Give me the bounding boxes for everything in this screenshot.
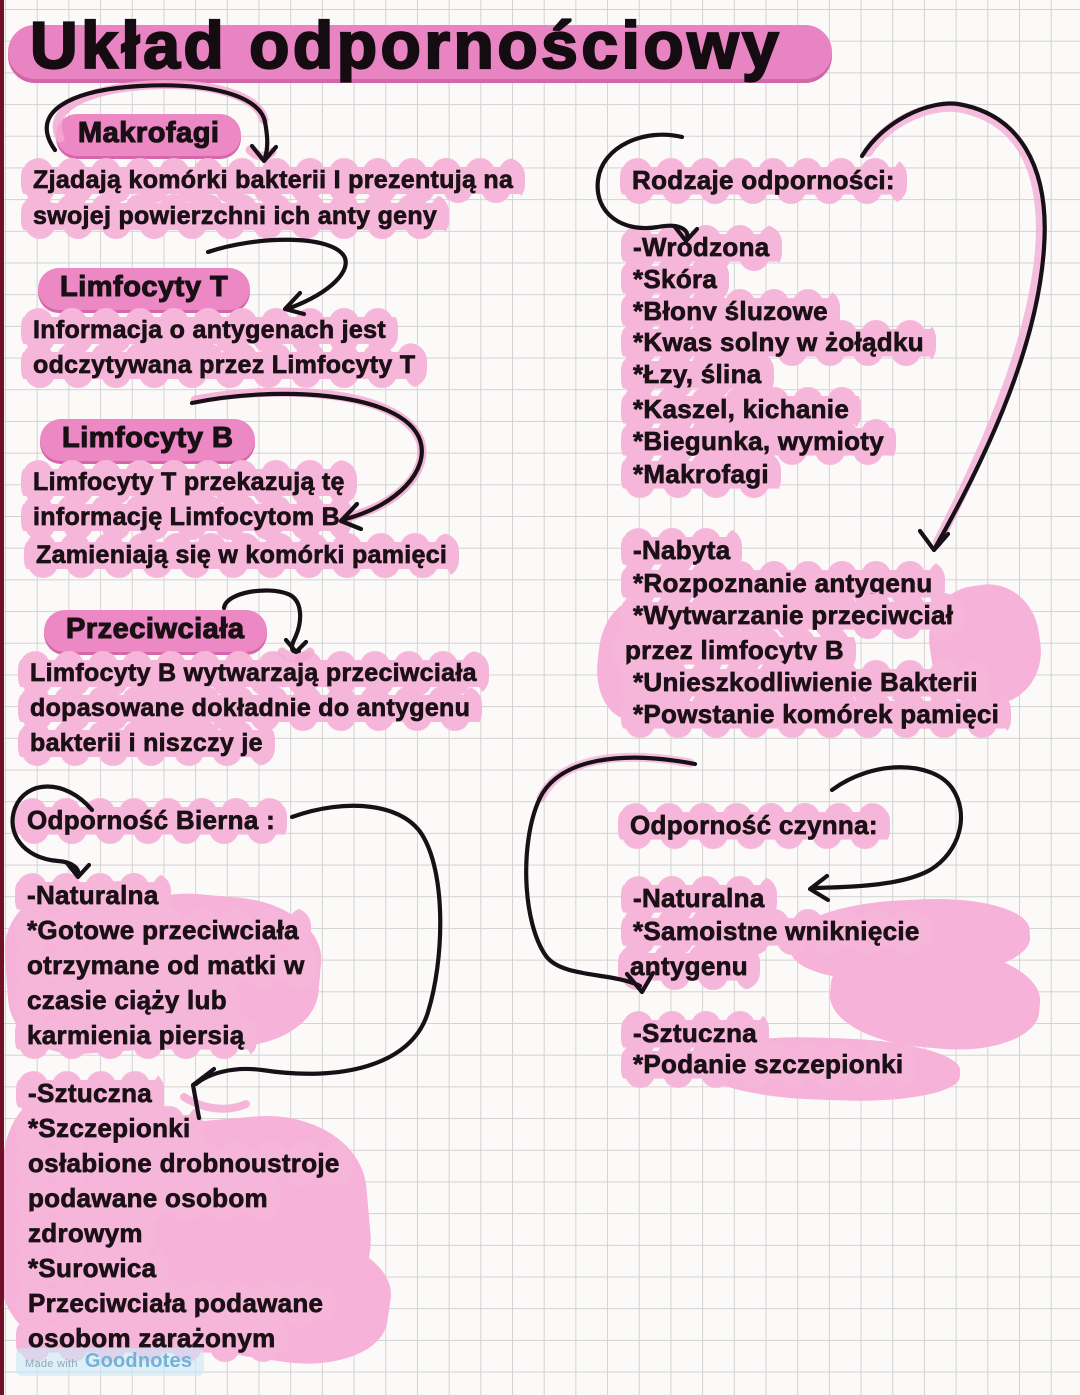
makrofagi-line: swojej powierzchni ich anty geny [20,194,450,239]
heading-limfocyty-t: Limfocyty T [38,268,251,310]
arrow-pink-shadow [180,1093,250,1113]
czynna-naturalna-line: antygenu [618,944,760,990]
bierna-naturalna-line: *Gotowe przeciwciała [15,908,311,954]
arrowhead [807,873,831,903]
heading-odpornosc-czynna: Odporność czynna: [618,803,890,849]
bierna-sztuczna-line: podawane osobom [16,1176,280,1222]
przeciwciala-line: dopasowane dokładnie do antygenu [17,686,483,731]
czynna-sztuczna-line: *Podanie szczepionki [620,1042,916,1088]
page-edge-strip [0,0,4,1395]
bierna-naturalna-label: -Naturalna [15,873,171,919]
bierna-sztuczna-label: -Sztuczna [15,1071,165,1117]
limfocyty-t-line: odczytywana przez Limfocyty T [20,343,428,388]
goodnotes-watermark: Made with Goodnotes [16,1348,205,1376]
arrow-pink-shadow [536,752,695,803]
bierna-sztuczna-line: Przeciwciała podawane [15,1281,336,1327]
heading-makrofagi: Makrofagi [56,114,242,156]
watermark-prefix: Made with [25,1358,78,1370]
nabyta-item: *Powstanie komórek pamięci [620,692,1012,738]
bierna-naturalna-line: czasie ciąży lub [15,978,239,1024]
arrow-pink-shadow [245,145,277,161]
page-title: Układ odpornościowy [29,8,783,82]
goodnotes-logo: Goodnotes [84,1350,193,1372]
bierna-sztuczna-line: osłabione drobnoustroje [16,1141,352,1187]
przeciwciala-line: bakterii i niszczy je [18,721,275,766]
limfocyty-b-line: Limfocyty T przekazują tę [21,460,357,505]
limfocyty-b-line: Zamieniają się w komórki pamięci [23,533,460,578]
bierna-sztuczna-line: *Szczepionki [16,1106,203,1152]
bierna-naturalna-line: karmienia piersią [15,1013,257,1059]
limfocyty-b-line: informację Limfocytom B [21,495,352,540]
limfocyty-t-line: Informacja o antygenach jest [21,308,398,353]
arrowhead [917,528,951,553]
bierna-naturalna-line: otrzymane od matki w [15,943,317,989]
wrodzona-item: *Łzy, ślina [621,352,774,398]
nabyta-item: *Wytwarzanie przeciwciał [620,593,966,639]
bierna-sztuczna-line: *Surowica [15,1246,169,1292]
przeciwciala-line: Limfocyty B wytwarzają przeciwciała [18,651,489,696]
heading-przeciwciala: Przeciwciała [44,610,267,652]
wrodzona-item: *Makrofagi [621,452,781,498]
title-highlight-bar [8,25,832,79]
heading-rodzaje-odpornosci: Rodzaje odporności: [620,158,907,204]
makrofagi-line: Zjadają komórki bakterii I prezentują na [20,158,526,203]
czynna-naturalna-line: *Samoistne wniknięcie [621,909,932,955]
bierna-sztuczna-line: zdrowym [16,1211,155,1257]
heading-odpornosc-bierna: Odporność Bierna : [14,798,288,844]
heading-limfocyty-b: Limfocyty B [40,419,256,461]
